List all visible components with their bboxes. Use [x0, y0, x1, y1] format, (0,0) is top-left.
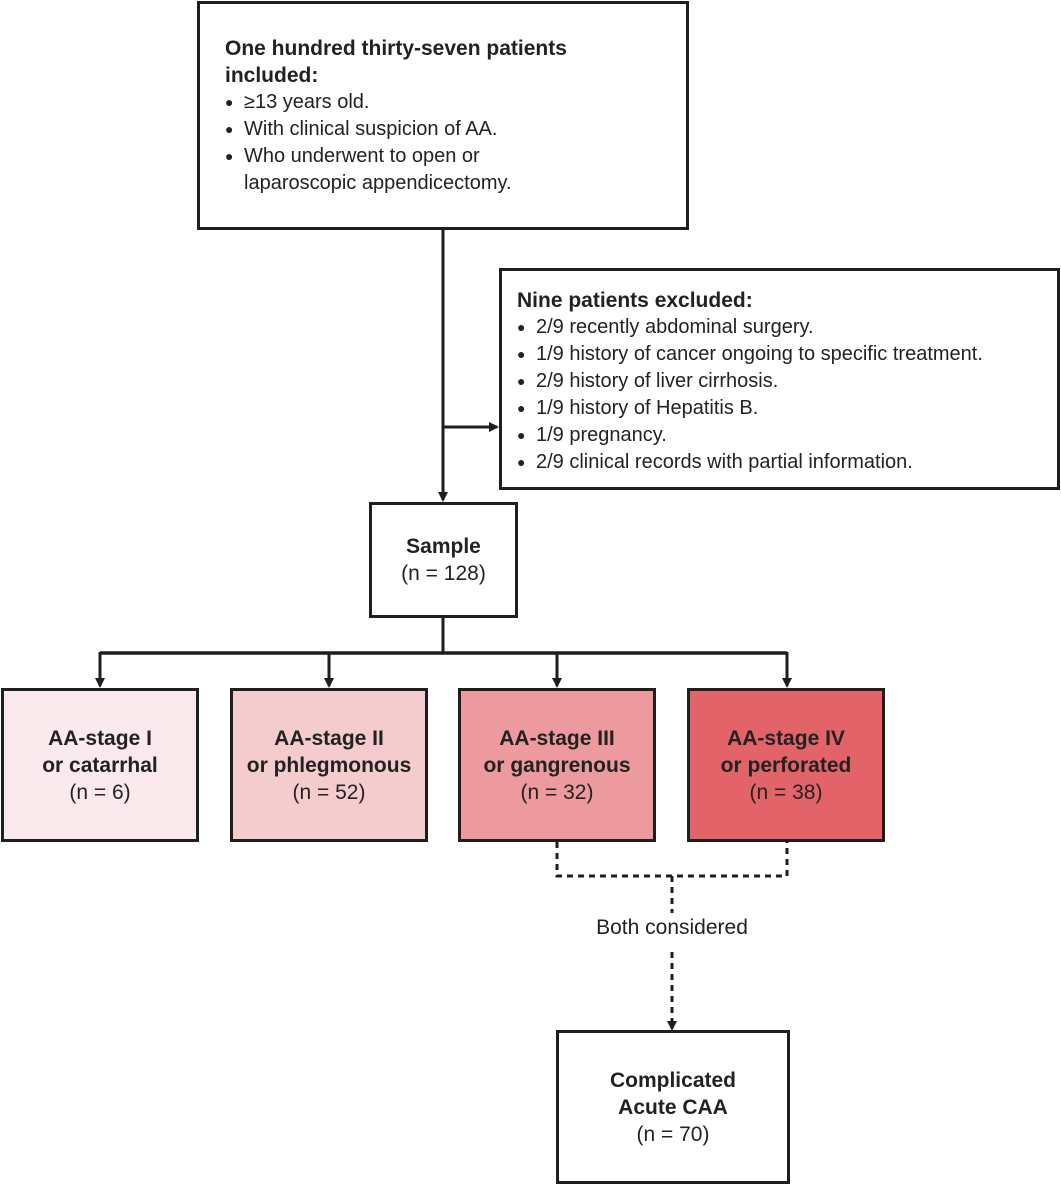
both-considered-label: Both considered	[596, 916, 748, 939]
stage-1-box: AA-stage I or catarrhal (n = 6)	[1, 688, 199, 842]
inclusion-list: ≥13 years old. With clinical suspicion o…	[225, 89, 666, 197]
exclusion-item: 2/9 history of liver cirrhosis.	[517, 368, 1049, 395]
stage-2-sublabel: or phlegmonous	[246, 753, 412, 777]
complicated-box: Complicated Acute CAA (n = 70)	[556, 1030, 790, 1184]
exclusion-item: 2/9 recently abdominal surgery.	[517, 314, 1049, 341]
stage-1-sublabel: or catarrhal	[42, 753, 158, 777]
stage-3-count: (n = 32)	[520, 780, 594, 804]
sample-count: (n = 128)	[401, 562, 486, 585]
exclusion-item: 1/9 history of Hepatitis B.	[517, 395, 1049, 422]
stage-4-box: AA-stage IV or perforated (n = 38)	[687, 688, 885, 842]
stage-3-sublabel: or gangrenous	[483, 753, 631, 777]
sample-title: Sample	[406, 535, 481, 558]
inclusion-item: ≥13 years old.	[225, 89, 666, 116]
complicated-count: (n = 70)	[636, 1122, 710, 1146]
stage-1-count: (n = 6)	[69, 780, 131, 804]
stage-4-label: AA-stage IV	[727, 726, 845, 750]
exclusion-item: 2/9 clinical records with partial inform…	[517, 449, 1049, 476]
complicated-label: Complicated	[609, 1068, 737, 1092]
complicated-sublabel: Acute CAA	[618, 1095, 728, 1119]
sample-box: Sample (n = 128)	[369, 502, 518, 618]
stage-4-sublabel: or perforated	[720, 753, 852, 777]
stage-2-box: AA-stage II or phlegmonous (n = 52)	[230, 688, 428, 842]
exclusion-item: 1/9 pregnancy.	[517, 422, 1049, 449]
exclusion-box: Nine patients excluded: 2/9 recently abd…	[499, 268, 1060, 490]
stage-2-count: (n = 52)	[292, 780, 366, 804]
inclusion-item: Who underwent to open or laparoscopic ap…	[225, 143, 544, 197]
stage-3-label: AA-stage III	[499, 726, 615, 750]
exclusion-list: 2/9 recently abdominal surgery. 1/9 hist…	[517, 314, 1049, 476]
stage-1-label: AA-stage I	[48, 726, 152, 750]
dotted-bracket	[555, 842, 789, 878]
inclusion-box: One hundred thirty-seven patients includ…	[197, 1, 689, 230]
exclusion-title: Nine patients excluded:	[517, 289, 753, 312]
inclusion-item: With clinical suspicion of AA.	[225, 116, 666, 143]
stage-4-count: (n = 38)	[749, 780, 823, 804]
stage-2-label: AA-stage II	[274, 726, 384, 750]
exclusion-item: 1/9 history of cancer ongoing to specifi…	[517, 341, 1049, 368]
stage-3-box: AA-stage III or gangrenous (n = 32)	[458, 688, 656, 842]
inclusion-title: One hundred thirty-seven patients includ…	[225, 37, 567, 87]
